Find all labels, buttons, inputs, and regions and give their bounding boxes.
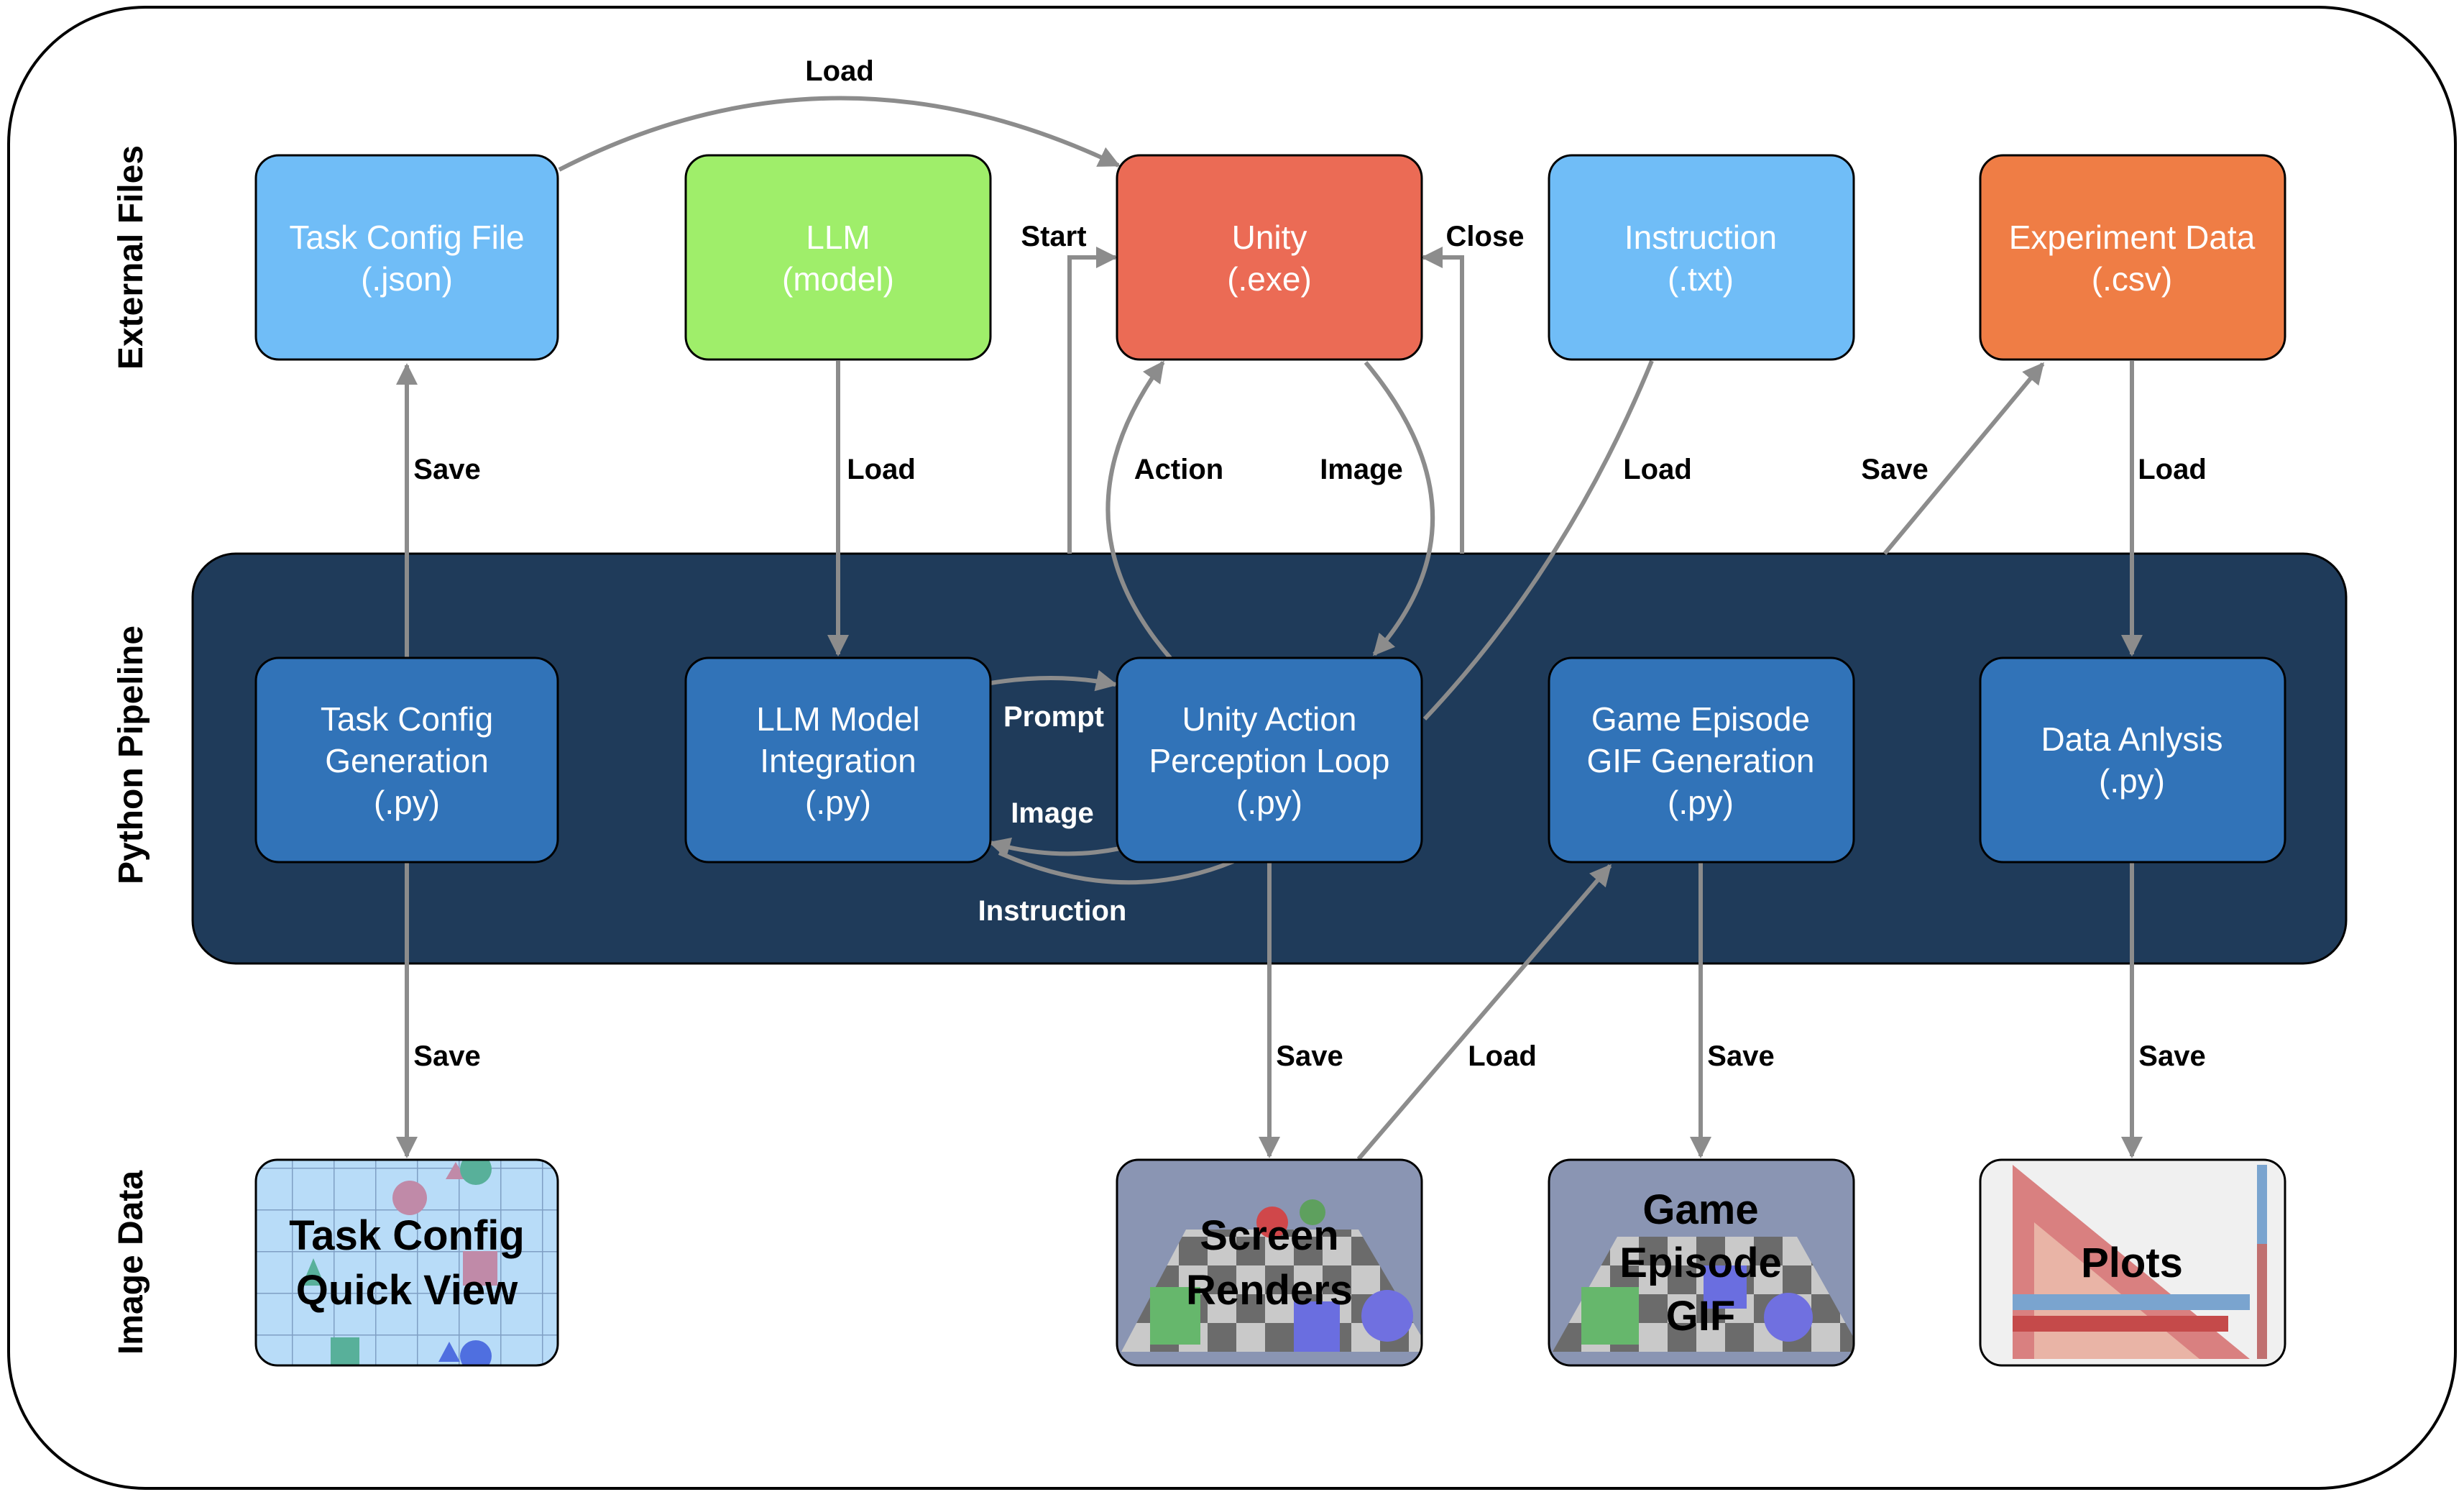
gif-gen-line3: (.py)	[1668, 784, 1734, 821]
gif-line1: Game	[1642, 1186, 1758, 1233]
pipeline-llm-model-integration[interactable]: LLM Model Integration (.py)	[684, 656, 992, 864]
label-save-experiment: Save	[1861, 454, 1928, 485]
arrow-save-experiment	[1883, 362, 2045, 555]
external-task-config-file[interactable]: Task Config File (.json)	[254, 154, 559, 361]
image-screen-renders[interactable]: Screen Renders	[1116, 1158, 1430, 1367]
experiment-ext: (.csv)	[2092, 260, 2172, 298]
task-config-file-name: Task Config File	[289, 219, 524, 256]
external-instruction-txt[interactable]: Instruction (.txt)	[1548, 154, 1855, 361]
task-view-line2: Quick View	[296, 1267, 518, 1314]
arrow-image-mid	[988, 837, 1121, 859]
arrow-load-taskconfig-unity	[558, 96, 1121, 172]
label-instruction-mid: Instruction	[978, 895, 1127, 927]
external-llm-model[interactable]: LLM (model)	[684, 154, 992, 361]
data-analysis-line1: Data Anlysis	[2041, 720, 2222, 758]
label-load-llm: Load	[847, 454, 916, 485]
arrow-start	[1067, 247, 1118, 554]
label-close: Close	[1446, 221, 1525, 252]
arrow-instruction-mid	[998, 851, 1235, 885]
unity-ext: (.exe)	[1227, 260, 1312, 298]
image-task-config-quick-view[interactable]: Task Config Quick View	[254, 1153, 559, 1372]
arrows	[396, 96, 2143, 1160]
arrow-close	[1421, 247, 1464, 554]
llm-int-line2: Integration	[760, 742, 916, 779]
label-load-top: Load	[805, 55, 874, 87]
arrow-image-up	[1364, 361, 1435, 656]
data-analysis-line2: (.py)	[2099, 762, 2165, 800]
unity-loop-line1: Unity Action	[1182, 700, 1357, 738]
label-save-plots: Save	[2138, 1040, 2205, 1072]
llm-int-line3: (.py)	[805, 784, 871, 821]
renders-line2: Renders	[1186, 1267, 1353, 1314]
instruction-name: Instruction	[1624, 219, 1777, 256]
label-image-up: Image	[1320, 454, 1403, 485]
arrow-action	[1105, 360, 1172, 659]
task-gen-line3: (.py)	[374, 784, 440, 821]
arrow-prompt	[990, 669, 1118, 692]
label-save-quickview: Save	[413, 1040, 480, 1072]
label-save-task: Save	[413, 454, 480, 485]
gif-line2: Episode	[1619, 1240, 1782, 1286]
label-image-mid: Image	[1011, 797, 1094, 829]
label-load-instruction: Load	[1623, 454, 1692, 485]
unity-name: Unity	[1232, 219, 1307, 256]
gif-line3: GIF	[1666, 1293, 1736, 1340]
arrow-load-renders	[1356, 864, 1612, 1160]
label-save-gif: Save	[1707, 1040, 1774, 1072]
task-config-file-ext: (.json)	[361, 260, 453, 298]
instruction-ext: (.txt)	[1668, 260, 1734, 298]
pipeline-data-analysis[interactable]: Data Anlysis (.py)	[1979, 656, 2286, 864]
renders-line1: Screen	[1200, 1212, 1338, 1259]
pipeline-gif-generation[interactable]: Game Episode GIF Generation (.py)	[1548, 656, 1855, 864]
label-prompt: Prompt	[1003, 701, 1104, 733]
arrow-load-instruction	[1422, 360, 1654, 721]
label-load-renders: Load	[1468, 1040, 1537, 1072]
gif-gen-line2: GIF Generation	[1586, 742, 1814, 779]
label-save-renders: Save	[1276, 1040, 1343, 1072]
llm-int-line1: LLM Model	[756, 700, 920, 738]
task-gen-line1: Task Config	[321, 700, 493, 738]
row-label-image: Image Data	[112, 1171, 150, 1355]
image-game-episode-gif[interactable]: Game Episode GIF	[1548, 1158, 1862, 1367]
task-view-line1: Task Config	[289, 1212, 525, 1259]
llm-ext: (model)	[782, 260, 894, 298]
pipeline-unity-action-perception-loop[interactable]: Unity Action Perception Loop (.py)	[1116, 656, 1423, 864]
label-start: Start	[1021, 221, 1086, 252]
plots-label: Plots	[2081, 1240, 2183, 1286]
external-unity-exe[interactable]: Unity (.exe)	[1116, 154, 1423, 361]
external-experiment-data[interactable]: Experiment Data (.csv)	[1979, 154, 2286, 361]
llm-name: LLM	[806, 219, 870, 256]
image-plots[interactable]: Plots	[1979, 1158, 2286, 1367]
task-gen-line2: Generation	[325, 742, 489, 779]
row-label-external: External Files	[112, 145, 150, 370]
gif-gen-line1: Game Episode	[1591, 700, 1810, 738]
label-action: Action	[1134, 454, 1223, 485]
experiment-name: Experiment Data	[2009, 219, 2256, 256]
unity-loop-line3: (.py)	[1236, 784, 1302, 821]
row-label-pipeline: Python Pipeline	[112, 626, 150, 884]
unity-loop-line2: Perception Loop	[1149, 742, 1389, 779]
label-load-experiment: Load	[2138, 454, 2207, 485]
pipeline-task-config-generation[interactable]: Task Config Generation (.py)	[254, 656, 559, 864]
